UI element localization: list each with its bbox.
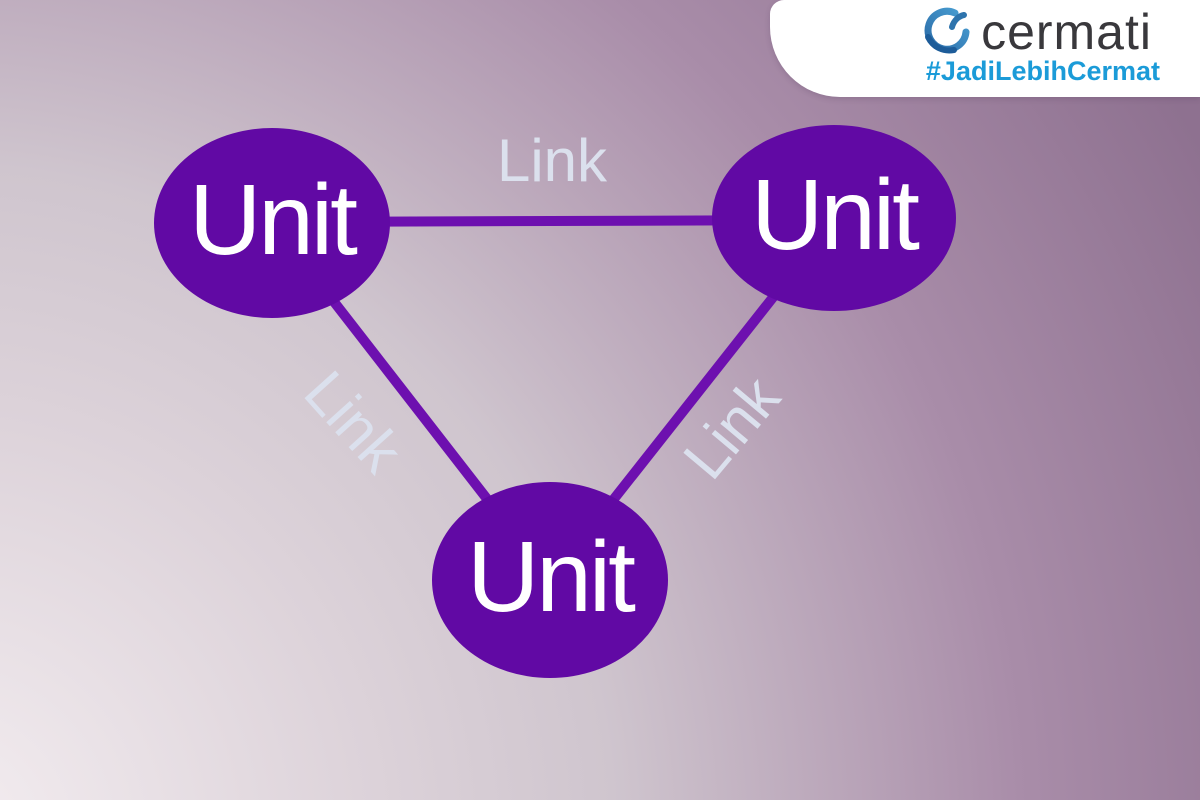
brand-tagline: #JadiLebihCermat — [770, 58, 1200, 85]
brand-tagline-bold: Cermat — [1066, 56, 1160, 86]
brand-wordmark: cermati — [981, 4, 1152, 60]
node-unit-top-right: Unit — [712, 125, 956, 311]
brand-card: cermati #JadiLebihCermat — [770, 0, 1200, 97]
node-label: Unit — [751, 159, 920, 271]
brand-tagline-prefix: #JadiLebih — [925, 56, 1067, 86]
node-unit-top-left: Unit — [154, 128, 390, 318]
link-label-top: Link — [496, 127, 608, 194]
cermati-swirl-icon — [924, 7, 970, 54]
node-label: Unit — [467, 521, 636, 633]
node-unit-bottom: Unit — [432, 482, 668, 678]
brand-logo-row: cermati — [770, 0, 1200, 58]
node-label: Unit — [189, 164, 358, 276]
